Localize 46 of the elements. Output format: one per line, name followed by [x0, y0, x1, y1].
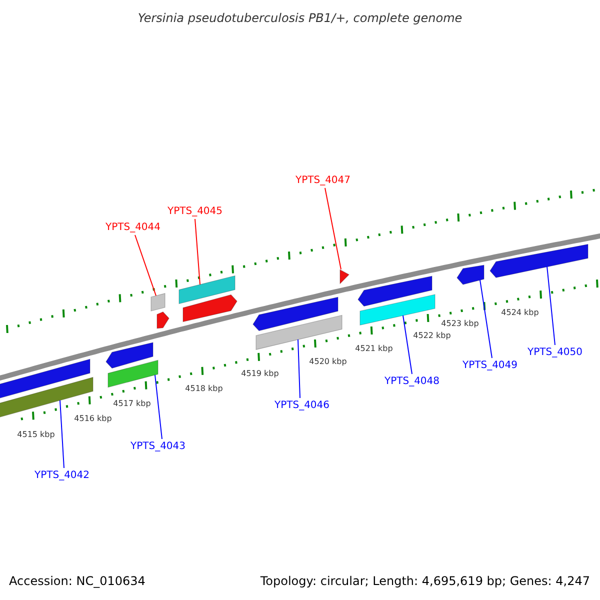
gene-bar: [108, 360, 158, 388]
leader-line: [324, 188, 342, 270]
scale-label: 4521 kbp: [355, 344, 393, 354]
leader-line: [134, 234, 156, 296]
leader-line: [194, 218, 200, 285]
gene-marker: [340, 269, 350, 284]
gene-label: YPTS_4044: [105, 222, 161, 234]
genome-info-text: Topology: circular; Length: 4,695,619 bp; Genes: 4,247: [260, 574, 590, 589]
scale-label: 4522 kbp: [413, 331, 451, 341]
gene-block: [106, 342, 154, 369]
scale-label: 4523 kbp: [441, 319, 479, 329]
scale-label: 4515 kbp: [17, 430, 55, 440]
leader-line: [60, 400, 64, 468]
leader-line: [402, 315, 412, 374]
gene-block: [490, 244, 588, 278]
leader-line: [154, 374, 162, 440]
gene-label: YPTS_4048: [384, 376, 440, 388]
leader-line: [546, 266, 556, 346]
gene-block: [156, 312, 170, 329]
gene-block: [252, 296, 338, 332]
gene-label: YPTS_4042: [34, 470, 90, 482]
scale-label: 4520 kbp: [309, 357, 347, 367]
gene-bar: [0, 376, 94, 420]
scale-label: 4518 kbp: [185, 384, 223, 394]
gene-label: YPTS_4046: [274, 400, 330, 412]
leader-line: [480, 279, 492, 358]
scale-label: 4517 kbp: [113, 399, 151, 409]
gene-bar: [256, 314, 342, 350]
gene-label: YPTS_4050: [527, 347, 583, 359]
leader-line: [298, 339, 300, 398]
scale-label: 4524 kbp: [501, 308, 539, 318]
gene-label: YPTS_4045: [167, 206, 223, 218]
gene-block: [358, 276, 432, 307]
gene-label: YPTS_4043: [130, 441, 186, 453]
gene-label: YPTS_4049: [462, 360, 518, 372]
gene-bar: [150, 293, 166, 312]
diagram-title: Yersinia pseudotuberculosis PB1/+, complete genome: [136, 10, 464, 27]
gene-label: YPTS_4047: [295, 175, 351, 187]
gene-bar: [360, 294, 436, 326]
scale-label: 4519 kbp: [241, 369, 279, 379]
gene-block: [456, 264, 484, 285]
gene-bar: [178, 275, 236, 304]
gene-block: [182, 294, 238, 322]
accession-text: Accession: NC_010634: [9, 574, 146, 589]
gene-bar: [0, 358, 90, 402]
scale-label: 4516 kbp: [74, 414, 112, 424]
